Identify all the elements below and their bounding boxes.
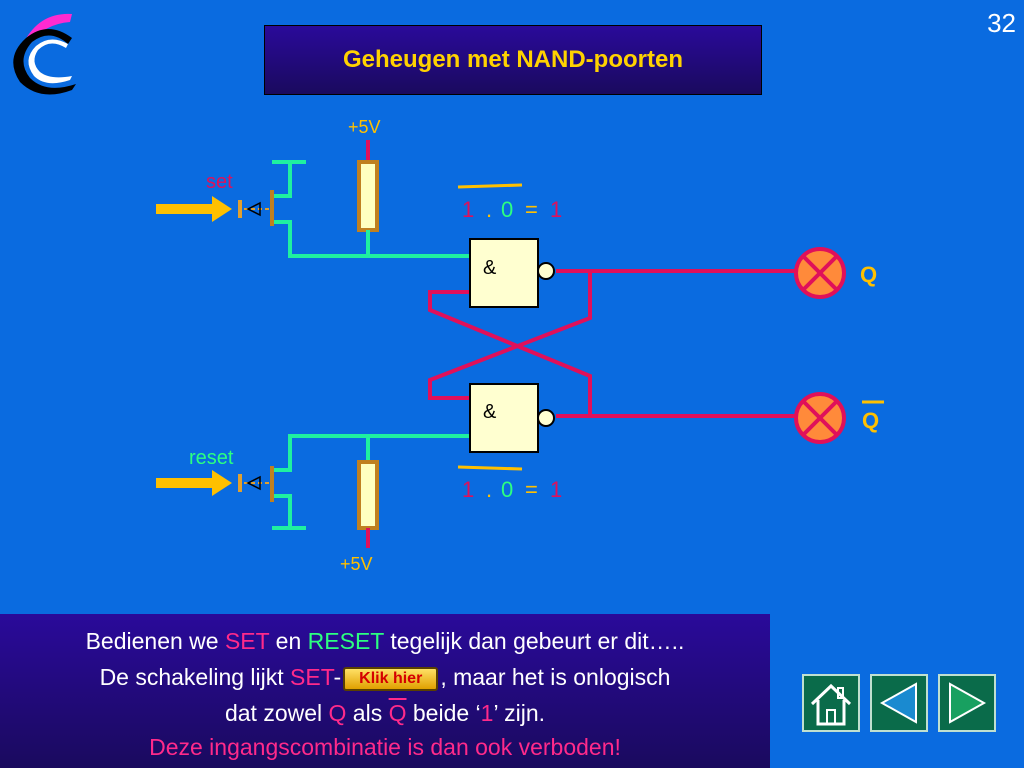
nand-gate-top-symbol: & [483,257,497,279]
explanation-line-4: Deze ingangscombinatie is dan ook verbod… [149,734,621,760]
slide-title: Geheugen met NAND-poorten [264,25,762,95]
explanation-line-3: dat zowel Q als Q beide ‘1’ zijn. [224,700,546,726]
reset-label: reset [189,447,234,469]
reset-arrow-head [212,470,232,496]
eq-bottom: 1 . 0 = 1 [462,477,562,502]
supply-bottom-label: +5V [340,554,373,574]
eq-top-overline [457,183,523,189]
set-label: set [206,171,233,193]
eq-bottom-r: 1 [550,477,562,502]
eq-bottom-eq: = [525,477,538,502]
eq-top-r: 1 [550,197,562,222]
eq-bottom-dot: . [486,477,492,502]
logo [13,13,77,95]
eq-bottom-a: 1 [462,477,474,502]
home-icon [810,683,852,726]
eq-top-a: 1 [462,197,474,222]
reset-switch-wiring-2 [272,494,292,530]
explanation-line-1: Bedienen we SET en RESET tegelijk dan ge… [85,628,685,654]
set-switch-wiring-3 [272,220,470,258]
eq-bottom-overline [457,465,523,471]
eq-top-dot: . [486,197,492,222]
reset-switch-arrowhead [246,475,261,491]
reset-switch-wiring [272,434,470,472]
home-button[interactable] [802,674,860,732]
previous-button[interactable] [870,674,928,732]
supply-top-label: +5V [348,117,381,137]
previous-icon [879,682,917,724]
lamp-q-icon [794,247,846,299]
klik-hier-button[interactable]: Klik hier [343,666,439,691]
nand-gate-top-bubble [537,262,555,280]
eq-top-eq: = [525,197,538,222]
next-button[interactable] [938,674,996,732]
eq-bottom-b: 0 [501,477,513,502]
circuit-diagram: +5V +5V set reset & & 1 . 0 = 1 [156,117,884,574]
nand-gate-bottom-bubble [537,409,555,427]
eq-top-b: 0 [501,197,513,222]
nand-gate-bottom-symbol: & [483,401,497,423]
explanation-panel: Bedienen we SET en RESET tegelijk dan ge… [0,614,770,768]
nand-gate-bottom [469,383,539,453]
set-arrow-head [212,196,232,222]
nand-gate-top [469,238,539,308]
slide-number: 32 [987,8,1016,38]
resistor-bottom [357,460,379,530]
set-arrow-shaft [156,204,214,214]
output-qbar-label: Q [862,408,879,433]
reset-arrow-shaft [156,478,214,488]
resistor-top [357,160,379,232]
next-icon [949,682,987,724]
output-q-label: Q [860,262,877,287]
set-switch-wiring-2 [272,162,292,198]
set-switch-arrowhead [246,201,261,217]
eq-top: 1 . 0 = 1 [462,197,562,222]
explanation-line-2: De schakeling lijkt SET-Klik hier, maar … [99,664,671,691]
lamp-qbar-icon [794,392,846,444]
